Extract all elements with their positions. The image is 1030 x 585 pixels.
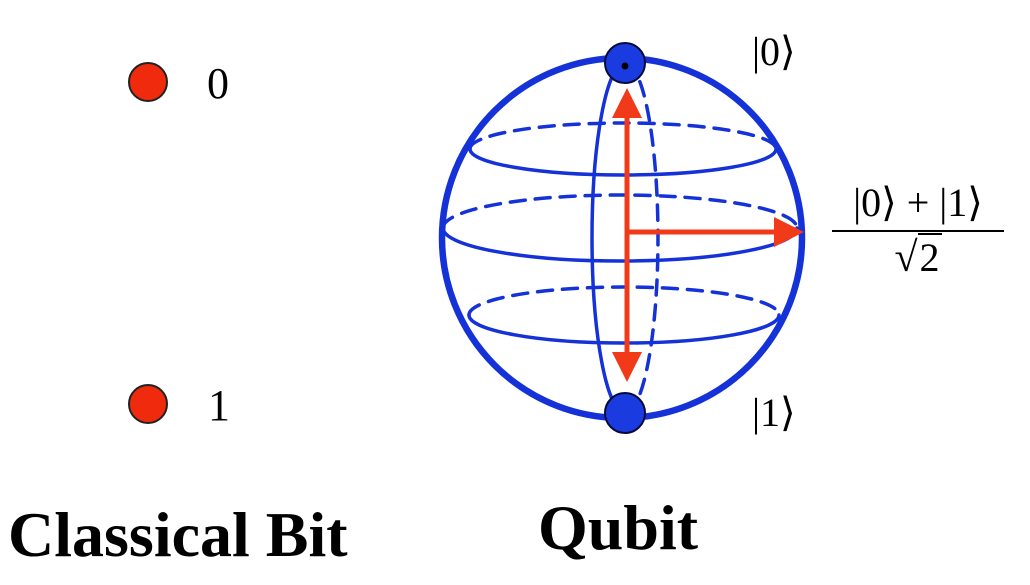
- superposition-denominator: √2: [828, 233, 1008, 281]
- qubit-caption: Qubit: [538, 492, 699, 563]
- latitude-ring-upper-front: [468, 147, 778, 177]
- meridian-front: [590, 61, 627, 415]
- fraction-bar: [832, 230, 1004, 232]
- radical-sign: √: [894, 235, 918, 281]
- latitude-ring-upper-back: [468, 121, 778, 151]
- ket-zero-label: |0⟩: [752, 29, 796, 74]
- superposition-fraction: |0⟩ + |1⟩ √2: [828, 182, 1008, 280]
- latitude-ring-lower-back: [467, 285, 781, 317]
- radicand: 2: [917, 233, 942, 280]
- classical-state-1-label: 1: [208, 381, 230, 430]
- bloch-sphere-outline: [438, 54, 806, 422]
- north-pole-center-mark: [621, 62, 629, 70]
- classical-state-0-dot: [128, 62, 168, 102]
- latitude-ring-lower-front: [467, 313, 781, 345]
- classical-state-1-dot: [128, 384, 168, 424]
- superposition-numerator: |0⟩ + |1⟩: [853, 180, 983, 225]
- ket-one-label: |1⟩: [752, 390, 796, 435]
- south-pole-dot: [604, 392, 646, 434]
- classical-bit-caption: Classical Bit: [8, 499, 348, 570]
- classical-state-0-label: 0: [207, 59, 229, 108]
- equator-ring-back: [441, 193, 799, 230]
- meridian-back: [623, 61, 660, 415]
